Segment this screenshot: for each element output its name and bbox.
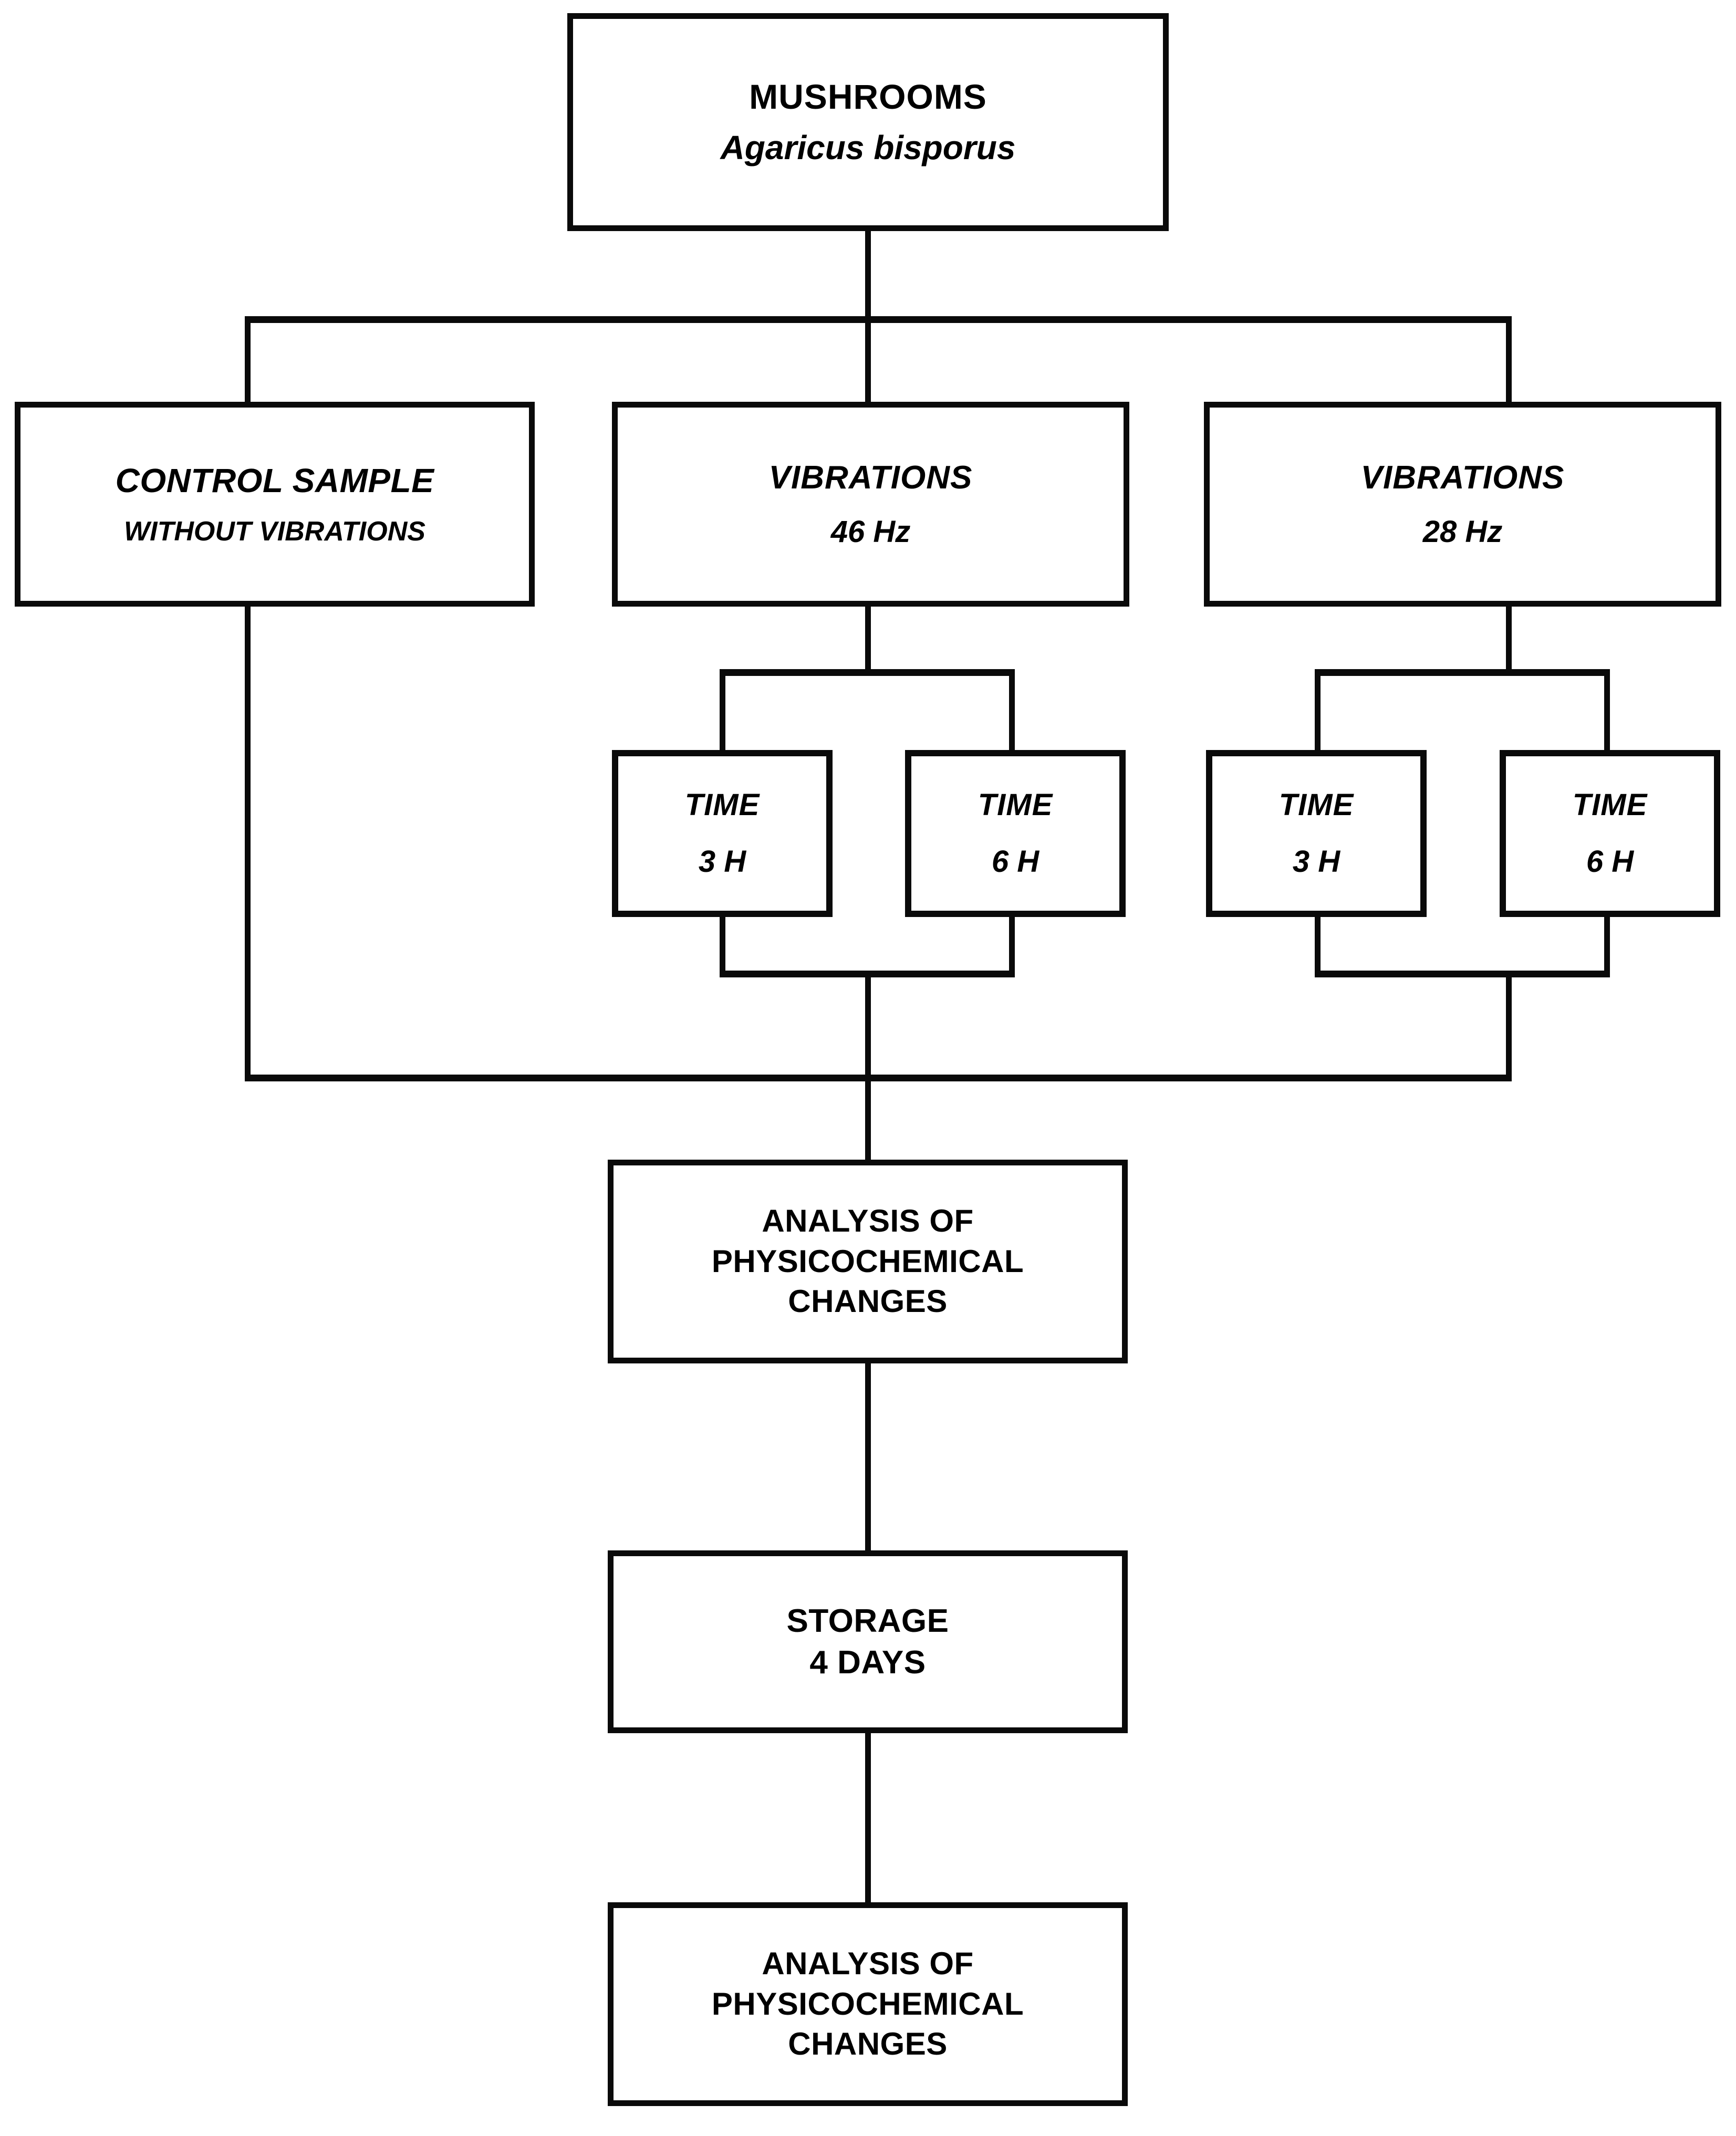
connector-split-bar-top — [245, 316, 1512, 323]
node-time-28hz-6h-line2: 6 H — [1586, 845, 1634, 879]
node-analysis-physicochemical-2-line1: ANALYSIS OF — [762, 1945, 974, 1981]
connector-time46-3h-down — [720, 914, 725, 977]
node-storage-line2: 4 DAYS — [809, 1644, 926, 1681]
node-vibrations-46hz[interactable]: VIBRATIONS 46 Hz — [612, 402, 1129, 607]
connector-to-control — [245, 316, 251, 405]
node-control-sample-line1: CONTROL SAMPLE — [115, 461, 434, 499]
node-analysis-physicochemical-2-line3: CHANGES — [788, 2026, 948, 2062]
node-analysis-physicochemical-1-line2: PHYSICOCHEMICAL — [711, 1243, 1024, 1279]
connector-analysis1-to-storage — [865, 1360, 871, 1555]
connector-time46-merge-down — [865, 971, 871, 1079]
node-time-28hz-6h[interactable]: TIME 6 H — [1500, 750, 1720, 917]
node-mushrooms[interactable]: MUSHROOMS Agaricus bisporus — [567, 13, 1169, 231]
node-time-46hz-6h-line2: 6 H — [991, 845, 1039, 879]
node-analysis-physicochemical-1[interactable]: ANALYSIS OF PHYSICOCHEMICAL CHANGES — [608, 1160, 1128, 1363]
node-mushrooms-line1: MUSHROOMS — [749, 77, 987, 117]
node-storage[interactable]: STORAGE 4 DAYS — [608, 1550, 1128, 1733]
node-vibrations-28hz[interactable]: VIBRATIONS 28 Hz — [1204, 402, 1721, 607]
connector-control-down — [245, 604, 251, 1079]
node-mushrooms-line2: Agaricus bisporus — [720, 128, 1016, 166]
connector-vib46-to-time6h — [1009, 669, 1015, 753]
node-time-28hz-3h-line2: 3 H — [1292, 845, 1340, 879]
node-time-46hz-3h-line2: 3 H — [698, 845, 746, 879]
node-analysis-physicochemical-1-line1: ANALYSIS OF — [762, 1203, 974, 1238]
node-vibrations-46hz-line2: 46 Hz — [830, 514, 911, 549]
node-time-28hz-6h-line1: TIME — [1572, 787, 1648, 822]
connector-storage-to-analysis2 — [865, 1729, 871, 1906]
node-control-sample[interactable]: CONTROL SAMPLE WITHOUT VIBRATIONS — [15, 402, 535, 607]
node-storage-line1: STORAGE — [786, 1602, 949, 1639]
connector-vib28-split-bar — [1315, 669, 1610, 676]
connector-merge-to-analysis1 — [865, 1075, 871, 1164]
connector-time28-6h-down — [1604, 914, 1610, 977]
node-time-46hz-6h[interactable]: TIME 6 H — [905, 750, 1126, 917]
connector-global-merge-bar — [245, 1075, 1512, 1081]
connector-time46-6h-down — [1009, 914, 1015, 977]
node-time-46hz-3h[interactable]: TIME 3 H — [612, 750, 833, 917]
node-time-28hz-3h-line1: TIME — [1278, 787, 1354, 822]
connector-vib28-to-time3h — [1315, 669, 1321, 753]
connector-vib28-to-time6h — [1604, 669, 1610, 753]
connector-mushrooms-down — [865, 229, 871, 319]
connector-vib46-to-time3h — [720, 669, 725, 753]
connector-time28-3h-down — [1315, 914, 1321, 977]
node-time-46hz-6h-line1: TIME — [978, 787, 1053, 822]
node-analysis-physicochemical-2-line2: PHYSICOCHEMICAL — [711, 1986, 1024, 2022]
connector-vib46-down — [865, 604, 871, 673]
connector-vib46-split-bar — [720, 669, 1015, 676]
node-time-46hz-3h-line1: TIME — [684, 787, 760, 822]
node-vibrations-46hz-line1: VIBRATIONS — [768, 460, 973, 496]
connector-time28-merge-bar — [1315, 971, 1610, 977]
connector-to-vibrations-28 — [1506, 316, 1512, 405]
connector-vib28-down — [1506, 604, 1512, 673]
node-vibrations-28hz-line1: VIBRATIONS — [1360, 460, 1565, 496]
node-control-sample-line2: WITHOUT VIBRATIONS — [124, 516, 425, 547]
node-analysis-physicochemical-2[interactable]: ANALYSIS OF PHYSICOCHEMICAL CHANGES — [608, 1902, 1128, 2106]
node-analysis-physicochemical-1-line3: CHANGES — [788, 1284, 948, 1319]
connector-time28-merge-down — [1506, 971, 1512, 1079]
node-time-28hz-3h[interactable]: TIME 3 H — [1206, 750, 1427, 917]
node-vibrations-28hz-line2: 28 Hz — [1422, 514, 1503, 549]
connector-to-vibrations-46 — [865, 316, 871, 405]
